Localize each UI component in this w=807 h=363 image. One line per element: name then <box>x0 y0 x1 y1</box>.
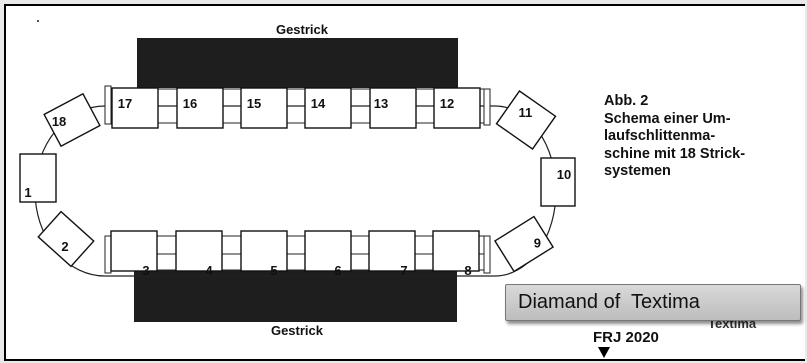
knitting-system-box <box>111 87 159 129</box>
credit-tag-text: Diamand of Textima <box>518 291 700 313</box>
fabric-label-bottom: Gestrick <box>271 323 324 338</box>
knitting-system-box <box>304 230 352 272</box>
knitting-system-box <box>37 210 95 268</box>
rail-bottom-end-right <box>483 235 491 274</box>
caption-line: systemen <box>604 163 671 179</box>
knitting-system-6: 6 <box>304 230 352 278</box>
rail-top-end-left <box>104 85 112 125</box>
knitting-system-box <box>240 87 288 129</box>
caption-line: Abb. 2 <box>604 93 649 109</box>
knitting-system-14: 14 <box>304 87 352 129</box>
fabric-block-top <box>137 38 458 88</box>
knitting-system-number: 18 <box>52 114 66 129</box>
scan-speck <box>37 20 39 22</box>
knitting-system-10: 10 <box>540 157 576 207</box>
knitting-system-number: 7 <box>400 263 407 278</box>
fabric-label-top: Gestrick <box>276 22 329 37</box>
knitting-system-box <box>369 87 417 129</box>
knitting-system-8: 8 <box>432 230 480 278</box>
knitting-system-7: 7 <box>368 230 416 278</box>
knitting-system-number: 15 <box>247 96 261 111</box>
caption-line: schine mit 18 Strick- <box>604 145 746 162</box>
knitting-system-number: 14 <box>311 96 326 111</box>
rail-top-end-right <box>483 88 491 126</box>
knitting-system-box <box>176 87 224 129</box>
knitting-system-box <box>43 92 101 148</box>
knitting-system-number: 6 <box>334 263 341 278</box>
knitting-system-12: 12 <box>433 87 481 129</box>
knitting-system-box <box>432 230 480 272</box>
knitting-system-number: 16 <box>183 96 197 111</box>
knitting-system-number: 9 <box>534 236 541 251</box>
source-label: FRJ 2020 <box>593 329 659 346</box>
knitting-system-number: 3 <box>142 263 149 278</box>
knitting-system-4: 4 <box>175 230 223 278</box>
knitting-system-box <box>495 90 557 150</box>
knitting-system-13: 13 <box>369 87 417 129</box>
rail-bottom <box>104 235 491 271</box>
knitting-system-2: 2 <box>37 210 95 268</box>
figure-caption: Abb. 2 Schema einer Um- laufschlittenma-… <box>604 93 804 181</box>
knitting-system-11: 11 <box>495 90 557 150</box>
knitting-system-3: 3 <box>110 230 158 278</box>
knitting-system-box <box>19 153 57 203</box>
knitting-system-box <box>175 230 223 272</box>
down-arrow-icon <box>598 347 610 358</box>
knitting-system-9: 9 <box>493 215 555 273</box>
track-outline <box>34 105 557 277</box>
knitting-system-17: 17 <box>111 87 159 129</box>
knitting-system-number: 10 <box>557 167 571 182</box>
knitting-system-18: 18 <box>43 92 101 148</box>
knitting-system-number: 1 <box>24 185 31 200</box>
knitting-system-1: 1 <box>19 153 57 203</box>
caption-line: Schema einer Um- <box>604 110 731 127</box>
knitting-system-5: 5 <box>240 230 288 278</box>
rail-bottom-end-left <box>104 235 112 274</box>
knitting-system-box <box>493 215 555 273</box>
knitting-system-number: 11 <box>518 105 532 120</box>
caption-line: laufschlittenma- <box>604 128 716 144</box>
knitting-system-number: 4 <box>205 263 213 278</box>
knitting-system-box <box>433 87 481 129</box>
knitting-system-number: 17 <box>118 96 132 111</box>
knitting-system-15: 15 <box>240 87 288 129</box>
knitting-system-number: 13 <box>374 96 388 111</box>
knitting-system-box <box>368 230 416 272</box>
knitting-system-box <box>304 87 352 129</box>
knitting-system-16: 16 <box>176 87 224 129</box>
fabric-block-bottom <box>134 270 457 322</box>
knitting-system-number: 5 <box>270 263 277 278</box>
knitting-system-number: 12 <box>440 96 454 111</box>
knitting-system-number: 8 <box>464 263 471 278</box>
knitting-system-box <box>110 230 158 272</box>
knitting-system-box <box>240 230 288 272</box>
credit-tag: Diamand of Textima <box>505 284 801 321</box>
knitting-system-box <box>540 157 576 207</box>
knitting-system-number: 2 <box>61 239 68 254</box>
